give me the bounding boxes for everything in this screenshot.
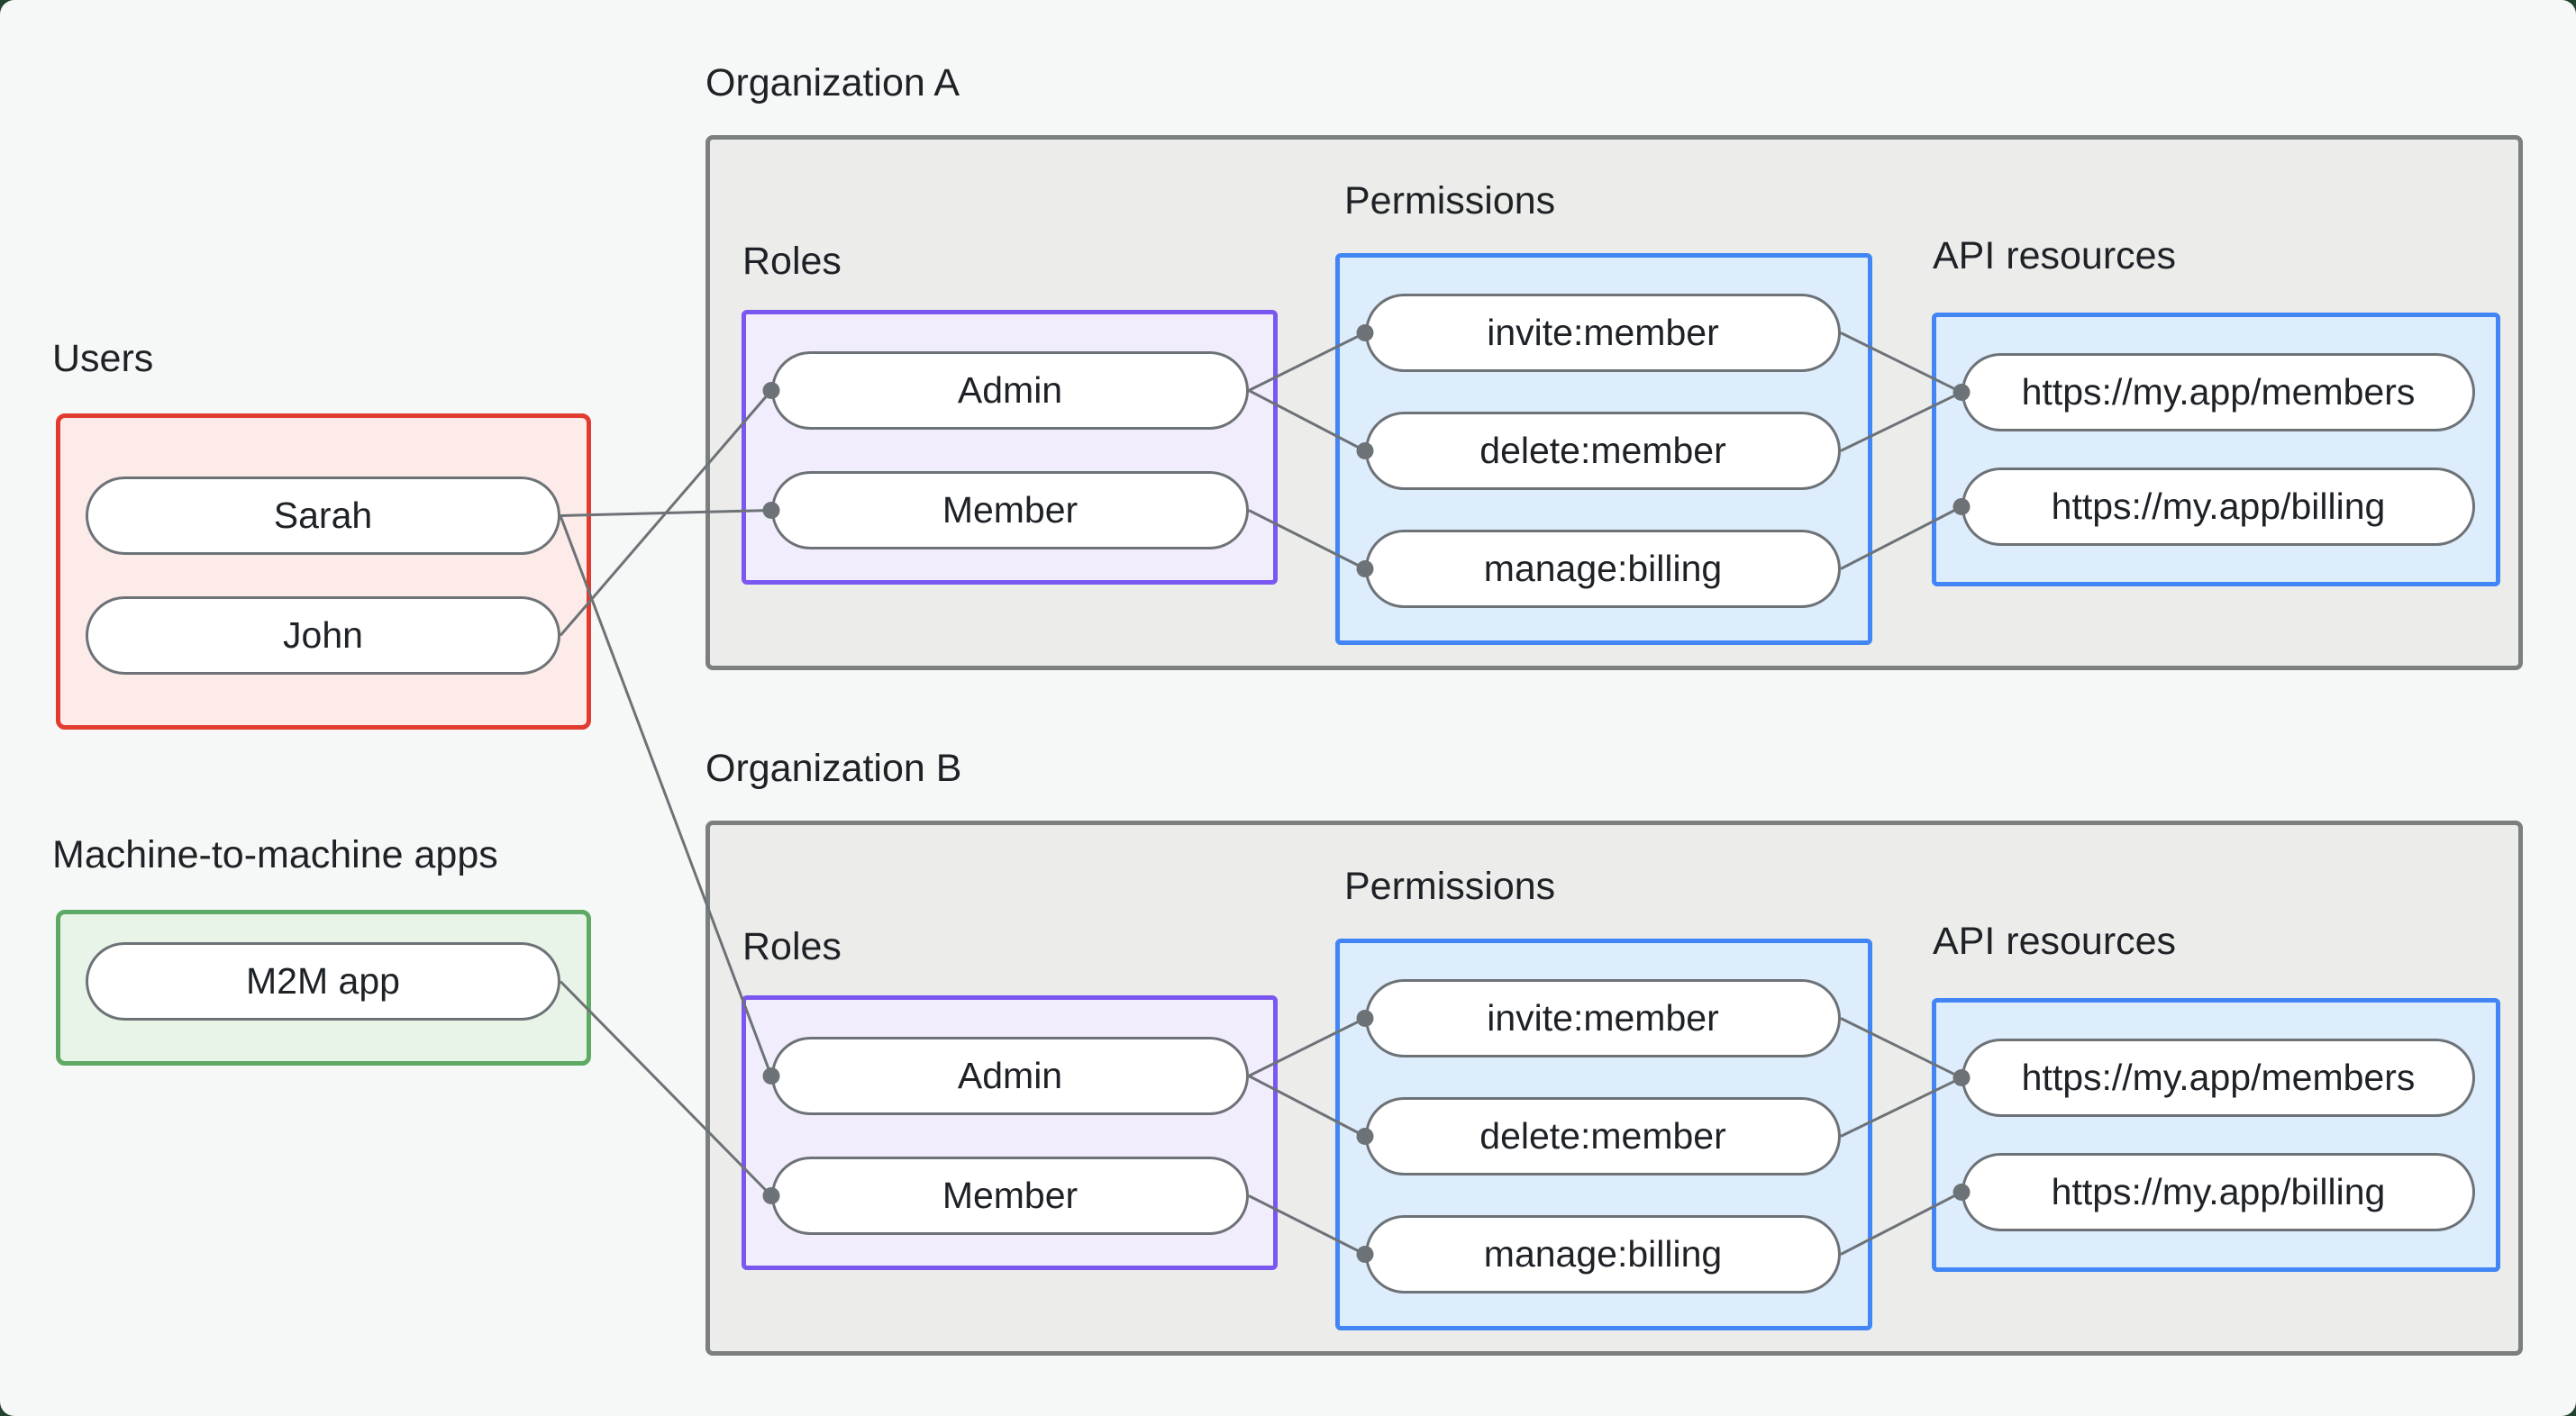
api-node-members: https://my.app/members — [1962, 353, 2475, 431]
permission-node-manage: manage:billing — [1365, 530, 1841, 608]
org-a-title: Organization A — [705, 61, 960, 104]
api-node-billing: https://my.app/billing — [1962, 467, 2475, 546]
permission-node-invite: invite:member — [1365, 979, 1841, 1057]
org-a-api-label: API resources — [1933, 234, 2177, 277]
org-a-api-box: https://my.app/members https://my.app/bi… — [1932, 313, 2500, 586]
users-group-title: Users — [52, 337, 154, 380]
users-group-box: Sarah John — [56, 413, 591, 730]
role-node-admin: Admin — [771, 351, 1249, 430]
role-node-member: Member — [771, 1157, 1249, 1235]
org-b-api-box: https://my.app/members https://my.app/bi… — [1932, 998, 2500, 1272]
m2m-app-node: M2M app — [86, 942, 560, 1021]
org-a-permissions-label: Permissions — [1344, 179, 1556, 222]
permission-node-delete: delete:member — [1365, 1097, 1841, 1175]
api-node-members: https://my.app/members — [1962, 1039, 2475, 1117]
org-b-permissions-label: Permissions — [1344, 865, 1556, 908]
user-node-sarah: Sarah — [86, 477, 560, 555]
org-a-permissions-box: invite:member delete:member manage:billi… — [1335, 253, 1872, 645]
permission-node-manage: manage:billing — [1365, 1215, 1841, 1293]
org-b-box: Roles Permissions API resources Admin Me… — [705, 821, 2523, 1356]
permission-node-invite: invite:member — [1365, 294, 1841, 372]
api-node-billing: https://my.app/billing — [1962, 1153, 2475, 1231]
org-b-title: Organization B — [705, 747, 962, 790]
org-b-api-label: API resources — [1933, 920, 2177, 963]
role-node-admin: Admin — [771, 1037, 1249, 1115]
org-b-permissions-box: invite:member delete:member manage:billi… — [1335, 939, 1872, 1330]
m2m-group-box: M2M app — [56, 910, 591, 1066]
org-a-roles-box: Admin Member — [742, 310, 1278, 585]
user-node-john: John — [86, 596, 560, 675]
org-a-box: Roles Permissions API resources Admin Me… — [705, 135, 2523, 670]
org-a-roles-label: Roles — [742, 240, 842, 283]
m2m-group-title: Machine-to-machine apps — [52, 833, 498, 876]
org-b-roles-label: Roles — [742, 925, 842, 968]
org-b-roles-box: Admin Member — [742, 995, 1278, 1270]
role-node-member: Member — [771, 471, 1249, 549]
permission-node-delete: delete:member — [1365, 412, 1841, 490]
